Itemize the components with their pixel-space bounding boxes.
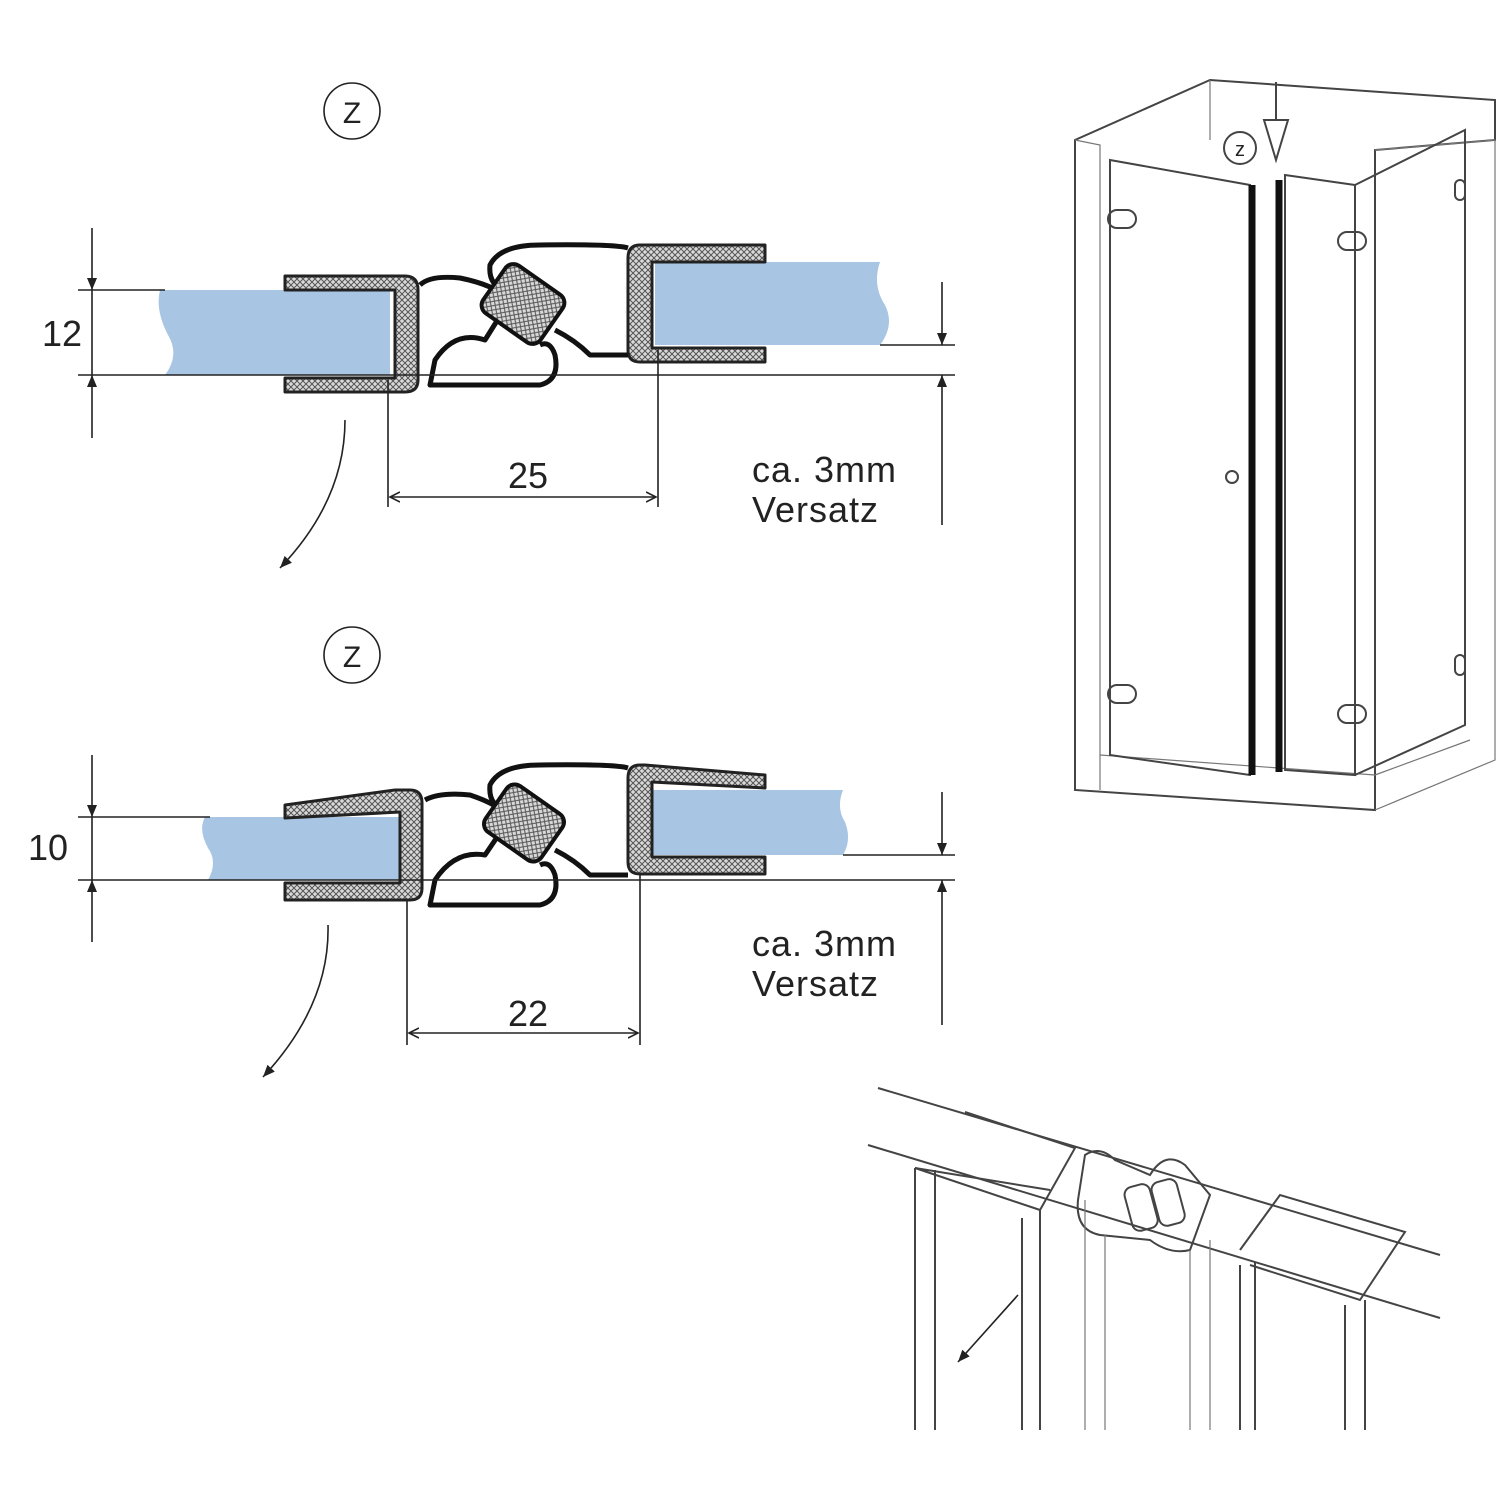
side-panel: [1354, 128, 1466, 776]
dimension-offset: ca. 3mm Versatz: [752, 282, 955, 530]
magnet-strip: [482, 782, 566, 864]
right-magnet-lip: [487, 762, 629, 878]
section-arrow: [1262, 82, 1290, 164]
offset-label-line2: Versatz: [752, 963, 879, 1004]
magnet-profile-edges: [1084, 1200, 1211, 1430]
direction-arrow: [957, 1294, 1019, 1363]
detail-marker-circle: [1223, 131, 1257, 165]
left-glass-pane: [202, 817, 410, 880]
detail-marker-label: Z: [343, 97, 361, 130]
dimension-width: 22: [406, 875, 641, 1045]
dimension-width: 25: [387, 350, 659, 507]
glass-top-edges: [867, 1087, 1441, 1319]
seal-isometric-view: [867, 1087, 1441, 1430]
offset-label-line2: Versatz: [752, 489, 879, 530]
dimension-thickness: 10: [28, 755, 955, 942]
direction-arrow: [279, 419, 346, 569]
width-value: 22: [508, 993, 548, 1034]
right-door-panel: [1284, 173, 1356, 777]
dimension-thickness: 12: [42, 228, 955, 438]
detail-marker-circle: [323, 82, 381, 140]
left-glass-pane: [158, 290, 390, 375]
right-glass-pane: [655, 262, 889, 345]
left-seal-profile: [283, 274, 420, 394]
left-magnet-lip: [423, 791, 559, 908]
direction-arrow: [262, 924, 329, 1078]
magnet-strip: [479, 262, 567, 346]
right-seal-profile: [626, 763, 767, 876]
right-seal-top: [1239, 1193, 1407, 1302]
left-seal-top: [914, 1111, 1077, 1212]
detail-marker-label: z: [1235, 139, 1245, 161]
left-seal-profile: [283, 788, 424, 902]
offset-label-line1: ca. 3mm: [752, 449, 897, 490]
thickness-value: 12: [42, 313, 82, 354]
top-profile-detail: Z 12 25 ca. 3mm Versatz: [42, 82, 955, 569]
left-panel-edges: [914, 1168, 1041, 1430]
right-glass-pane: [640, 790, 849, 855]
magnet-profile-top: [1076, 1150, 1212, 1253]
detail-marker-circle: [323, 626, 381, 684]
thickness-value: 10: [28, 827, 68, 868]
right-seal-profile: [626, 243, 767, 364]
bottom-profile-detail: Z 10 22 ca. 3mm Versatz: [28, 626, 955, 1078]
left-magnet-lip: [418, 274, 559, 388]
left-door-panel: [1109, 158, 1251, 777]
shower-enclosure-view: z: [1074, 78, 1496, 812]
width-value: 25: [508, 455, 548, 496]
right-magnet-lip: [487, 242, 629, 358]
offset-label-line1: ca. 3mm: [752, 923, 897, 964]
hinges: [1107, 179, 1466, 724]
right-panel-edges: [1239, 1262, 1366, 1430]
dimension-offset: ca. 3mm Versatz: [752, 792, 955, 1025]
detail-marker-label: Z: [343, 641, 361, 674]
